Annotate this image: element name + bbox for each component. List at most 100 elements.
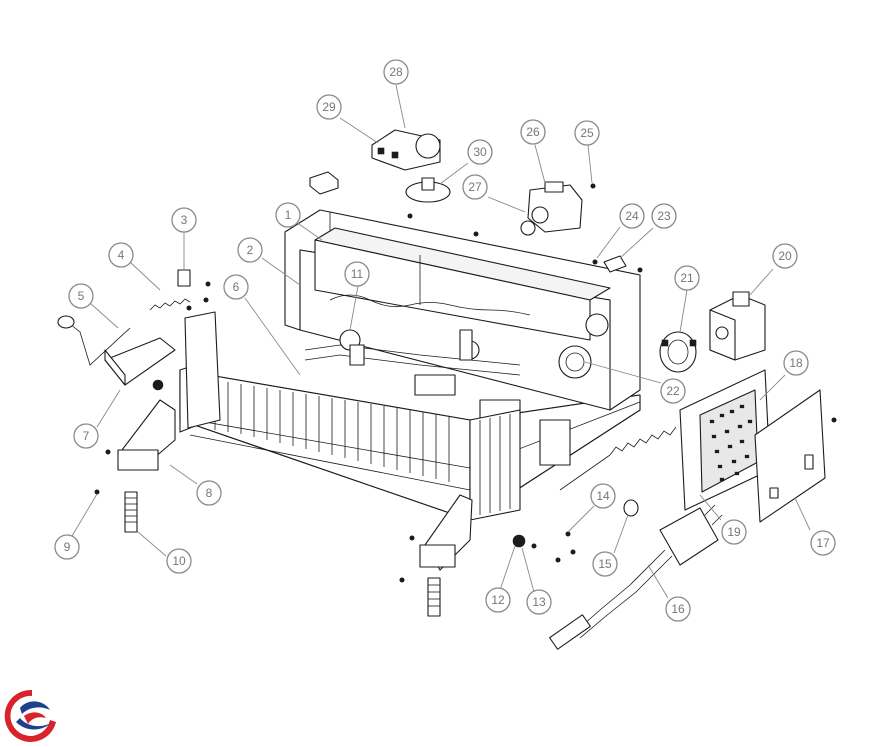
callout-circle xyxy=(721,519,747,545)
callout-27: 27 xyxy=(462,174,488,200)
brand-logo xyxy=(4,689,56,742)
clip xyxy=(603,255,627,273)
parts-drawing xyxy=(57,129,837,650)
callout-label: 29 xyxy=(322,100,336,114)
callout-26: 26 xyxy=(520,119,546,145)
leader-lines xyxy=(71,84,811,599)
callout-circle xyxy=(166,548,192,574)
callout-14: 14 xyxy=(590,483,616,509)
callout-circle xyxy=(526,589,552,615)
callout-circle xyxy=(674,265,700,291)
callout-circle xyxy=(590,483,616,509)
callout-label: 10 xyxy=(172,554,186,568)
screws xyxy=(94,183,837,583)
callout-10: 10 xyxy=(166,548,192,574)
callout-3: 3 xyxy=(171,207,197,233)
callout-8: 8 xyxy=(196,480,222,506)
callout-circle xyxy=(54,534,80,560)
callout-25: 25 xyxy=(574,120,600,146)
valve-assembly xyxy=(371,129,441,171)
callout-circle xyxy=(810,530,836,556)
callout-label: 8 xyxy=(206,486,213,500)
spring-right xyxy=(559,426,677,491)
callout-4: 4 xyxy=(108,242,134,268)
box-unit xyxy=(709,291,766,361)
pcb-board xyxy=(679,369,771,511)
callout-19: 19 xyxy=(721,519,747,545)
top-duct xyxy=(314,227,611,341)
callout-23: 23 xyxy=(651,203,677,229)
callout-2: 2 xyxy=(237,237,263,263)
callout-13: 13 xyxy=(526,589,552,615)
knobs xyxy=(152,379,639,548)
callout-circle xyxy=(772,243,798,269)
callout-label: 22 xyxy=(666,384,680,398)
callout-28: 28 xyxy=(383,59,409,85)
callout-label: 27 xyxy=(468,180,482,194)
callout-circle xyxy=(462,174,488,200)
callout-label: 23 xyxy=(657,209,671,223)
callout-label: 26 xyxy=(526,125,540,139)
callout-label: 18 xyxy=(789,356,803,370)
callout-circle xyxy=(592,551,618,577)
callout-1: 1 xyxy=(275,202,301,228)
callout-label: 19 xyxy=(727,525,741,539)
callout-circle xyxy=(660,378,686,404)
callout-circle xyxy=(665,596,691,622)
callout-18: 18 xyxy=(783,350,809,376)
callout-label: 6 xyxy=(233,280,240,294)
callout-circle xyxy=(520,119,546,145)
callout-17: 17 xyxy=(810,530,836,556)
callout-label: 17 xyxy=(816,536,830,550)
callout-29: 29 xyxy=(316,94,342,120)
callout-16: 16 xyxy=(665,596,691,622)
callout-12: 12 xyxy=(485,587,511,613)
mount-bracket xyxy=(405,177,451,203)
callout-circle xyxy=(237,237,263,263)
callout-label: 5 xyxy=(78,289,85,303)
pump-assembly xyxy=(520,181,583,236)
callout-label: 21 xyxy=(680,271,694,285)
callout-9: 9 xyxy=(54,534,80,560)
small-block xyxy=(309,171,339,195)
callout-label: 1 xyxy=(285,208,292,222)
callout-circle xyxy=(73,423,99,449)
callout-label: 7 xyxy=(83,429,90,443)
callout-circle xyxy=(275,202,301,228)
rod xyxy=(57,315,131,366)
right-side-frame xyxy=(469,409,521,521)
callout-7: 7 xyxy=(73,423,99,449)
callout-6: 6 xyxy=(223,274,249,300)
callout-label: 9 xyxy=(64,540,71,554)
callout-circle xyxy=(316,94,342,120)
callout-15: 15 xyxy=(592,551,618,577)
callout-circle xyxy=(485,587,511,613)
callout-circle xyxy=(108,242,134,268)
callout-label: 28 xyxy=(389,65,403,79)
callout-circle xyxy=(467,139,493,165)
callout-label: 13 xyxy=(532,595,546,609)
callout-label: 2 xyxy=(247,243,254,257)
callout-20: 20 xyxy=(772,243,798,269)
callout-circle xyxy=(383,59,409,85)
callout-label: 3 xyxy=(181,213,188,227)
callout-circle xyxy=(196,480,222,506)
callout-label: 30 xyxy=(473,145,487,159)
callout-label: 25 xyxy=(580,126,594,140)
callout-22: 22 xyxy=(660,378,686,404)
motor-pulley xyxy=(558,313,609,379)
callout-24: 24 xyxy=(619,203,645,229)
callout-label: 16 xyxy=(671,602,685,616)
callout-11: 11 xyxy=(344,261,370,287)
callout-label: 24 xyxy=(625,209,639,223)
callout-5: 5 xyxy=(68,283,94,309)
callout-circle xyxy=(344,261,370,287)
callout-circle xyxy=(619,203,645,229)
callout-label: 14 xyxy=(596,489,610,503)
callout-label: 20 xyxy=(778,249,792,263)
spring-left xyxy=(149,269,191,311)
callout-label: 12 xyxy=(491,593,505,607)
callout-circle xyxy=(68,283,94,309)
